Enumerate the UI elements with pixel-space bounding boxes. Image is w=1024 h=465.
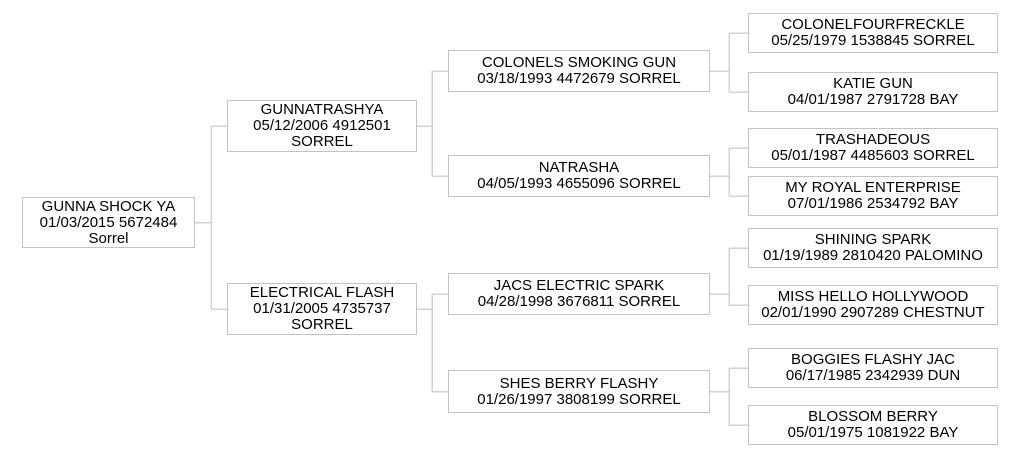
horse-details: 02/01/1990 2907289 CHESTNUT — [761, 304, 985, 321]
horse-details: 01/19/1989 2810420 PALOMINO — [763, 247, 983, 264]
horse-name: ELECTRICAL FLASH — [249, 284, 395, 301]
horse-name: MY ROYAL ENTERPRISE — [785, 179, 961, 196]
pedigree-node-sire-dam-dam: MY ROYAL ENTERPRISE 07/01/1986 2534792 B… — [748, 176, 998, 216]
connector-ss-to-greatgrandparents — [710, 32, 748, 93]
horse-details: 06/17/1985 2342939 DUN — [785, 367, 961, 384]
pedigree-node-sire-dam-sire: TRASHADEOUS 05/01/1987 4485603 SORREL — [748, 128, 998, 168]
horse-details: 07/01/1986 2534792 BAY — [787, 195, 959, 212]
horse-details: 01/03/2015 5672484 — [39, 213, 178, 231]
horse-details: 01/26/1997 3808199 SORREL — [477, 390, 681, 408]
horse-name: JACS ELECTRIC SPARK — [493, 277, 665, 294]
horse-name: BOGGIES FLASHY JAC — [791, 351, 955, 368]
horse-details: 05/12/2006 4912501 — [253, 117, 391, 134]
pedigree-node-dam-sire-sire: SHINING SPARK 01/19/1989 2810420 PALOMIN… — [748, 228, 998, 268]
horse-name: COLONELS SMOKING GUN — [481, 54, 677, 71]
horse-name: MISS HELLO HOLLYWOOD — [777, 288, 969, 305]
connector-dd-to-greatgrandparents — [710, 367, 748, 426]
connector-sire-to-grandparents — [417, 70, 448, 177]
horse-name: GUNNA SHOCK YA — [41, 197, 176, 215]
horse-color: SORREL — [291, 316, 353, 333]
horse-details: 05/01/1987 4485603 SORREL — [771, 147, 975, 164]
connector-dam-to-grandparents — [417, 293, 448, 393]
horse-name: SHES BERRY FLASHY — [499, 374, 659, 392]
pedigree-node-dam: ELECTRICAL FLASH 01/31/2005 4735737 SORR… — [227, 283, 417, 335]
horse-details: 04/28/1998 3676811 SORREL — [477, 293, 681, 310]
pedigree-node-subject: GUNNA SHOCK YA 01/03/2015 5672484 Sorrel — [22, 197, 195, 248]
horse-name: COLONELFOURFRECKLE — [781, 16, 965, 33]
horse-details: 05/25/1979 1538845 SORREL — [771, 32, 975, 49]
connector-sd-to-greatgrandparents — [710, 147, 748, 197]
pedigree-node-sire-dam: NATRASHA 04/05/1993 4655096 SORREL — [448, 155, 710, 197]
horse-details: 04/01/1987 2791728 BAY — [787, 91, 959, 108]
horse-name: TRASHADEOUS — [815, 131, 931, 148]
pedigree-node-sire-sire: COLONELS SMOKING GUN 03/18/1993 4472679 … — [448, 50, 710, 92]
horse-details: 04/05/1993 4655096 SORREL — [477, 175, 681, 192]
horse-name: SHINING SPARK — [814, 231, 932, 248]
horse-details: 05/01/1975 1081922 BAY — [787, 424, 959, 441]
connector-ds-to-greatgrandparents — [710, 247, 748, 306]
horse-name: NATRASHA — [538, 159, 620, 176]
horse-name: BLOSSOM BERRY — [808, 408, 938, 425]
pedigree-node-dam-dam-dam: BLOSSOM BERRY 05/01/1975 1081922 BAY — [748, 405, 998, 445]
horse-color: SORREL — [291, 133, 353, 150]
pedigree-node-dam-dam-sire: BOGGIES FLASHY JAC 06/17/1985 2342939 DU… — [748, 348, 998, 388]
pedigree-node-dam-sire: JACS ELECTRIC SPARK 04/28/1998 3676811 S… — [448, 273, 710, 315]
pedigree-node-sire-sire-dam: KATIE GUN 04/01/1987 2791728 BAY — [748, 72, 998, 112]
pedigree-node-dam-sire-dam: MISS HELLO HOLLYWOOD 02/01/1990 2907289 … — [748, 285, 998, 325]
horse-name: KATIE GUN — [833, 75, 913, 92]
pedigree-node-sire-sire-sire: COLONELFOURFRECKLE 05/25/1979 1538845 SO… — [748, 13, 998, 53]
horse-details: 03/18/1993 4472679 SORREL — [477, 70, 681, 87]
horse-color: Sorrel — [88, 229, 129, 247]
horse-name: GUNNATRASHYA — [260, 101, 384, 118]
pedigree-node-dam-dam: SHES BERRY FLASHY 01/26/1997 3808199 SOR… — [448, 370, 710, 413]
horse-details: 01/31/2005 4735737 — [253, 300, 391, 317]
pedigree-node-sire: GUNNATRASHYA 05/12/2006 4912501 SORREL — [227, 100, 417, 152]
connector-subject-to-parents — [195, 125, 227, 310]
